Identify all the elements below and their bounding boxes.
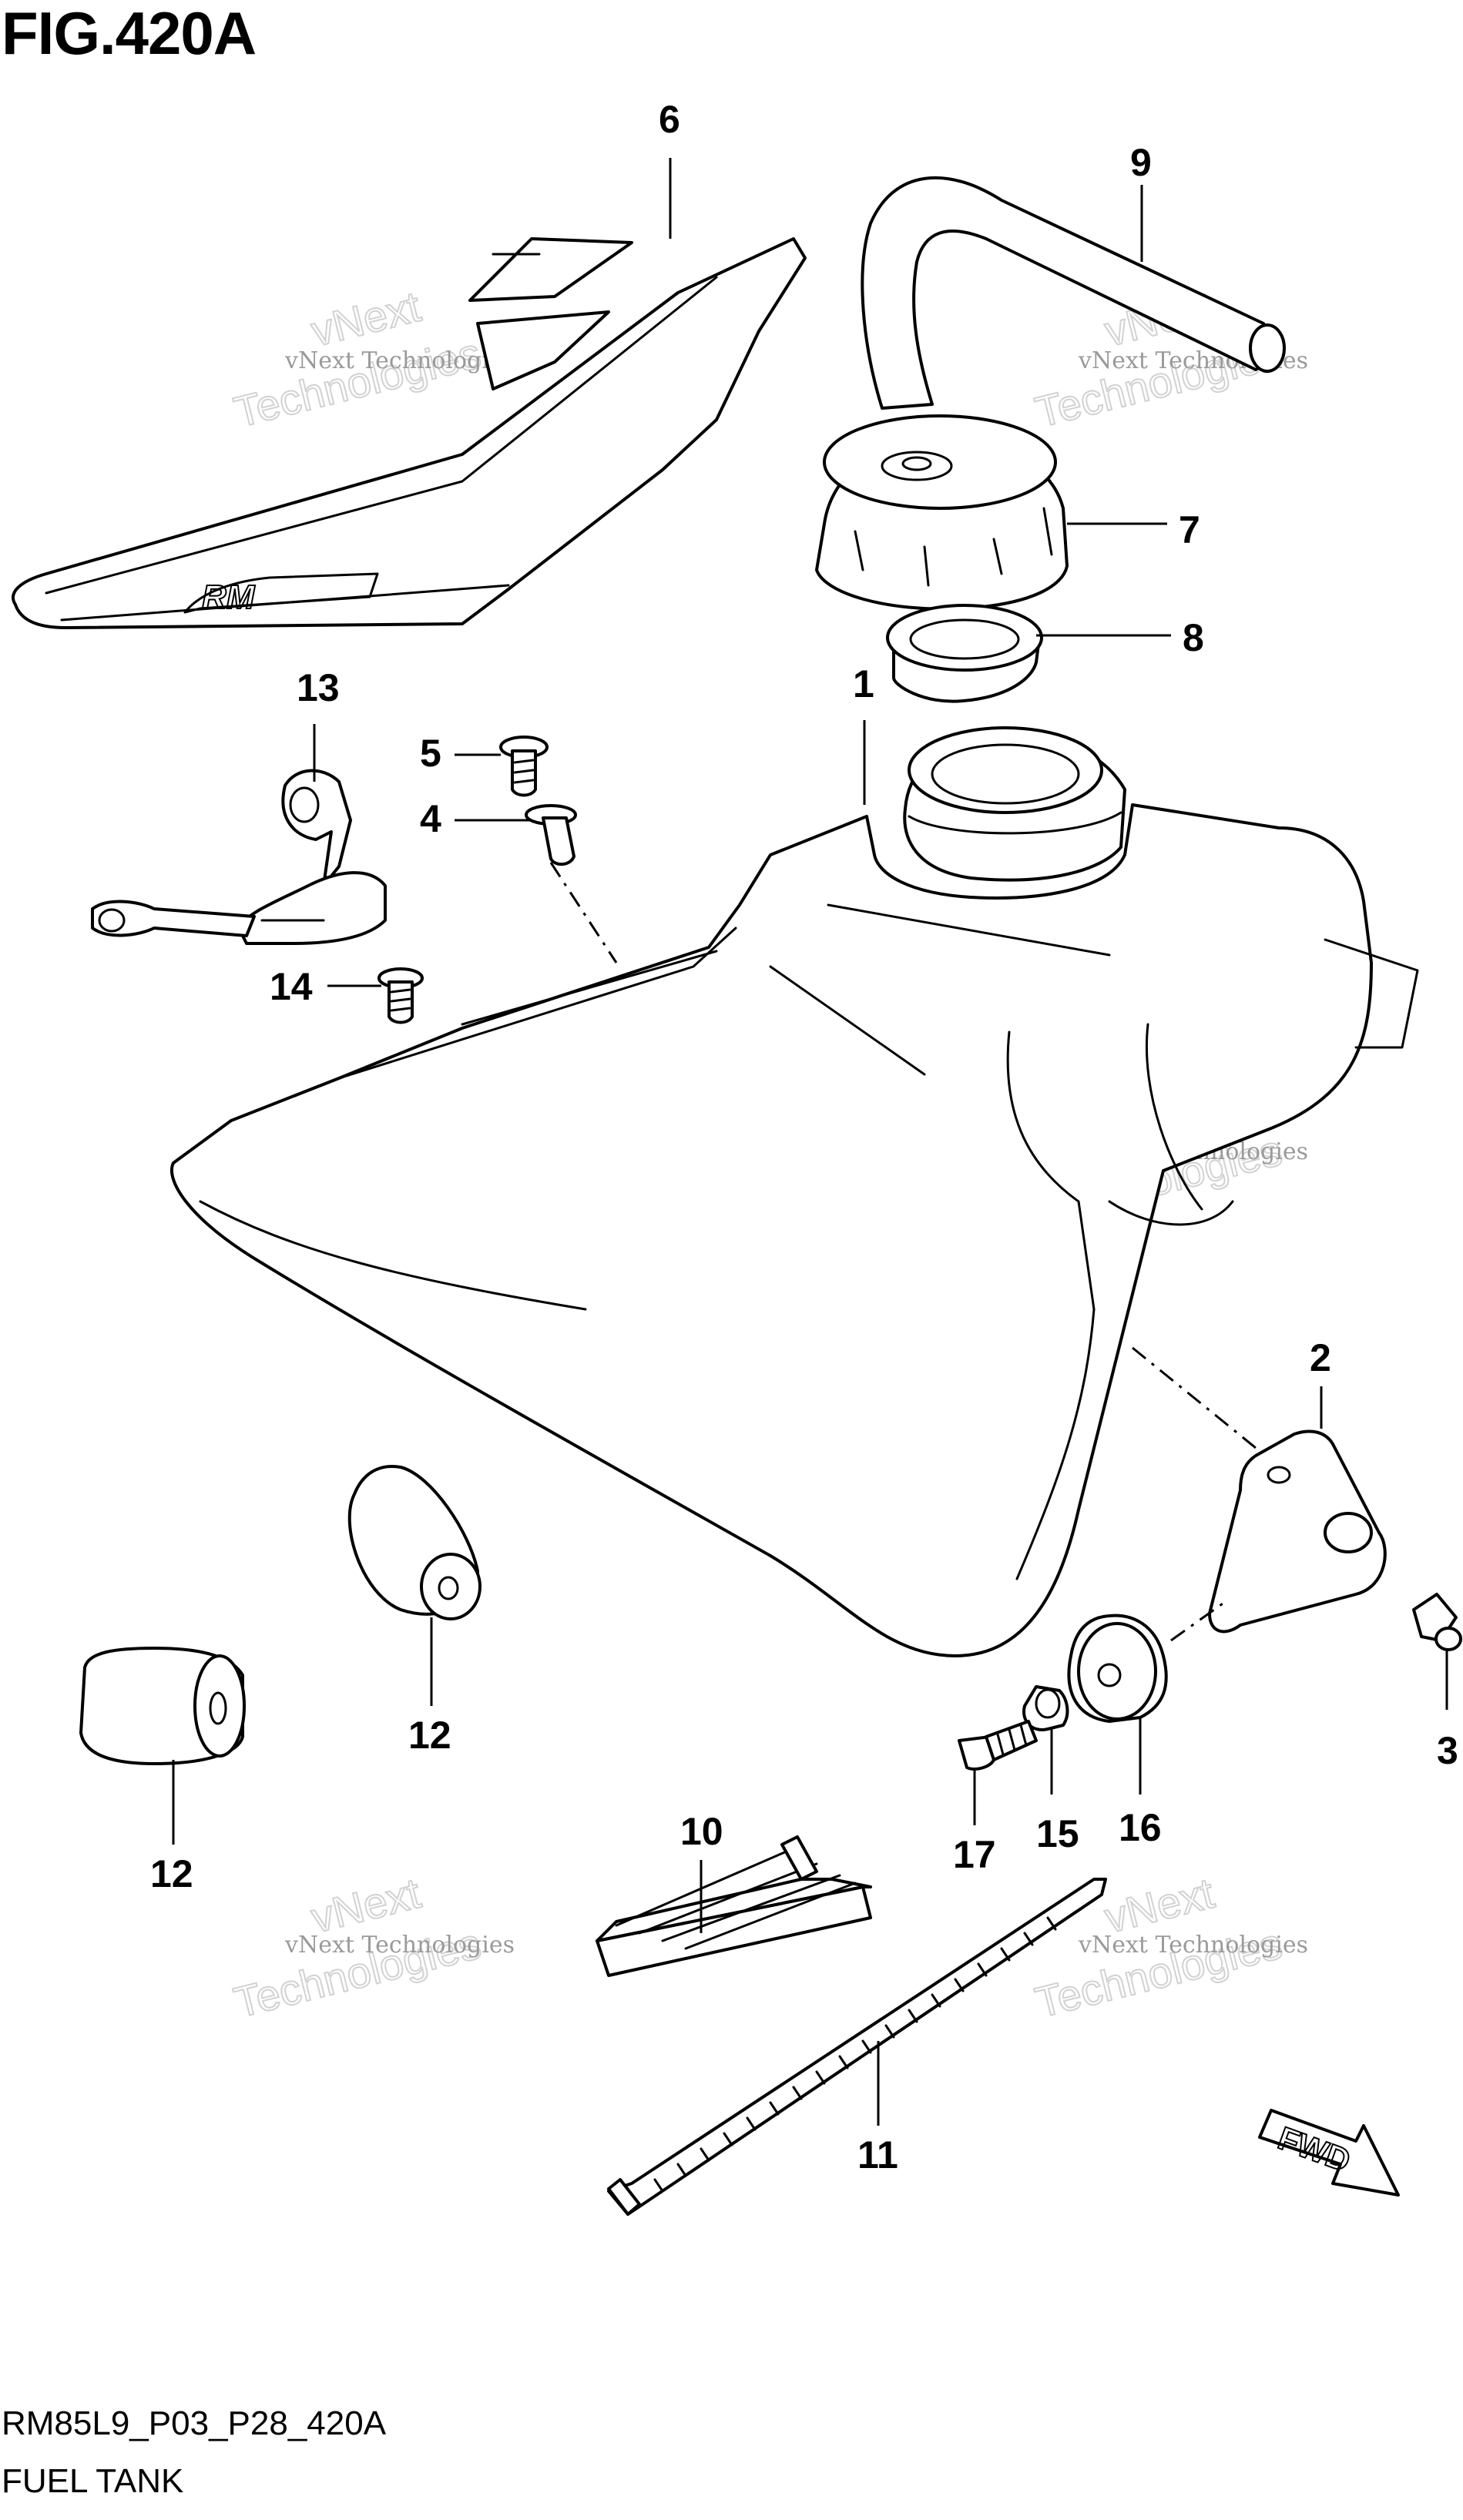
- part-9-breather-hose: [861, 176, 1286, 410]
- svg-text:vNext Technologies: vNext Technologies: [284, 1932, 515, 1959]
- callout-5: 5: [420, 732, 441, 775]
- callout-7: 7: [1179, 508, 1200, 551]
- part-4-collar: [525, 804, 577, 866]
- part-12a-cushion: [347, 1465, 482, 1620]
- callout-labels: 6 9 7 8 1 13 5 4 14 2 3 16 15 17 12 12 1…: [150, 98, 1458, 2177]
- callout-14: 14: [270, 965, 313, 1008]
- callout-6: 6: [659, 98, 680, 141]
- part-13-tank-strap: [91, 769, 387, 945]
- part-12b-cushion: [79, 1647, 246, 1765]
- callout-12a: 12: [408, 1714, 451, 1757]
- callout-3: 3: [1437, 1729, 1458, 1772]
- part-15-collar: [1022, 1685, 1069, 1731]
- callout-16: 16: [1119, 1806, 1162, 1849]
- callout-9: 9: [1130, 141, 1152, 184]
- watermark-1: Technologies vNext Technologies vNext: [229, 281, 515, 437]
- part-1-fuel-tank: [169, 726, 1419, 1657]
- part-3-bolt: [1412, 1593, 1462, 1651]
- part-6-tank-shroud: RM: [11, 237, 807, 629]
- watermark-5: Technologies vNext Technologies vNext: [229, 1868, 515, 2028]
- part-5-screw: [499, 736, 549, 797]
- part-7-fuel-cap: [815, 414, 1069, 611]
- drawing-code: RM85L9_P03_P28_420A: [2, 2404, 387, 2442]
- leader-lines: [172, 158, 1448, 2126]
- callout-15: 15: [1036, 1812, 1079, 1855]
- part-8-cap-gasket: [886, 604, 1043, 703]
- svg-text:vNext Technologies: vNext Technologies: [1078, 1932, 1308, 1959]
- part-10-rubber-pad: [596, 1835, 872, 1977]
- part-14-screw: [377, 967, 424, 1024]
- part-11-cable-tie: [607, 1878, 1107, 2216]
- part-16-damper: [1067, 1614, 1168, 1723]
- part-2-bracket: [1208, 1429, 1387, 1634]
- callout-12b: 12: [150, 1852, 193, 1895]
- callout-8: 8: [1183, 616, 1204, 659]
- callout-2: 2: [1310, 1336, 1331, 1379]
- callout-11: 11: [857, 2133, 898, 2177]
- callout-10: 10: [680, 1810, 723, 1853]
- callout-4: 4: [420, 797, 441, 840]
- fwd-direction-arrow: FWD: [1258, 2109, 1400, 2197]
- callout-13: 13: [297, 666, 340, 709]
- callout-1: 1: [853, 662, 874, 705]
- svg-text:vNext Technologies: vNext Technologies: [284, 347, 515, 374]
- callout-17: 17: [953, 1833, 996, 1876]
- figure-title: FIG.420A: [2, 0, 257, 67]
- part-17-bolt: [958, 1720, 1038, 1771]
- section-name: FUEL TANK: [2, 2462, 184, 2500]
- rm-emblem: RM: [202, 578, 256, 616]
